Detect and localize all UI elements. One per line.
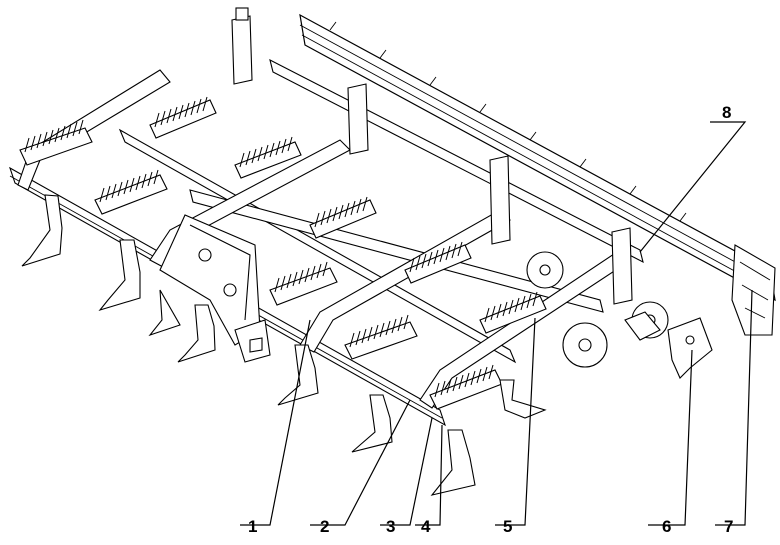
- spring-2: [94, 169, 168, 215]
- callout-4: 4: [421, 517, 431, 536]
- spring-7: [234, 136, 302, 179]
- callout-2: 2: [320, 517, 329, 536]
- depth-posts: [231, 7, 633, 305]
- spring-3: [269, 261, 338, 306]
- leader-lines: [240, 121, 753, 526]
- spring-10: [479, 291, 547, 334]
- leveling-tine: [624, 311, 713, 379]
- callout-6: 6: [662, 517, 671, 536]
- tine-2: [98, 239, 141, 312]
- callout-3: 3: [386, 517, 395, 536]
- spring-6: [149, 96, 217, 139]
- tine-6: [430, 429, 476, 496]
- callouts: 1 2 3 4 5 6 7 8: [248, 103, 733, 536]
- tines: [21, 194, 547, 496]
- callout-1: 1: [248, 517, 257, 536]
- spring-5: [429, 364, 503, 410]
- spring-9: [404, 241, 472, 284]
- callout-8: 8: [722, 103, 731, 122]
- callout-7: 7: [724, 517, 733, 536]
- callout-5: 5: [503, 517, 512, 536]
- spring-1: [19, 119, 93, 166]
- spring-assemblies: [19, 96, 547, 410]
- tine-5: [351, 394, 393, 453]
- tine-4: [277, 344, 319, 406]
- tine-3: [177, 304, 216, 363]
- tine-7: [499, 379, 547, 419]
- hitch: [159, 214, 271, 363]
- rear-roller: [299, 13, 776, 336]
- main-frame: [9, 58, 644, 427]
- spring-4: [344, 314, 418, 360]
- spring-8: [309, 196, 377, 239]
- tine-8: [148, 289, 181, 337]
- tine-1: [21, 194, 63, 267]
